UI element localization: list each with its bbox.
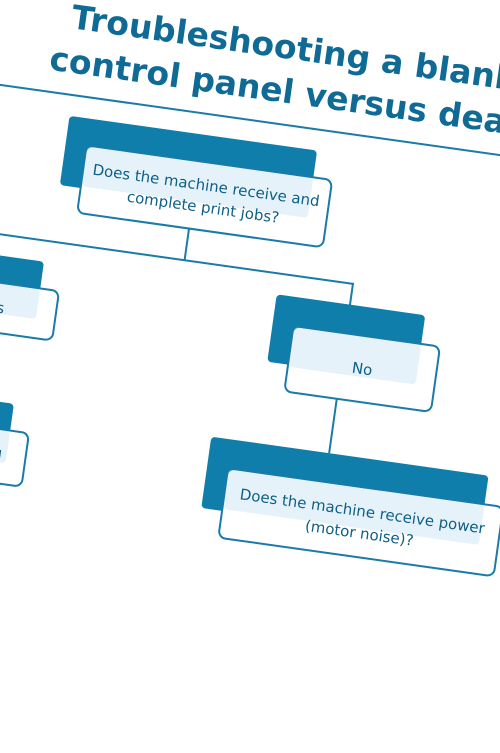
node-root-question: Does the machine receive and complete pr…: [56, 115, 337, 249]
connector-root-down: [183, 228, 191, 261]
node-control-panel: Control panel: [0, 382, 34, 488]
node-power-question: Does the machine receive power (motor no…: [197, 436, 500, 578]
node-yes: Yes: [0, 243, 64, 342]
node-no: No: [263, 294, 445, 414]
connector-no-down: [328, 397, 338, 454]
connector-to-no: [348, 282, 355, 307]
